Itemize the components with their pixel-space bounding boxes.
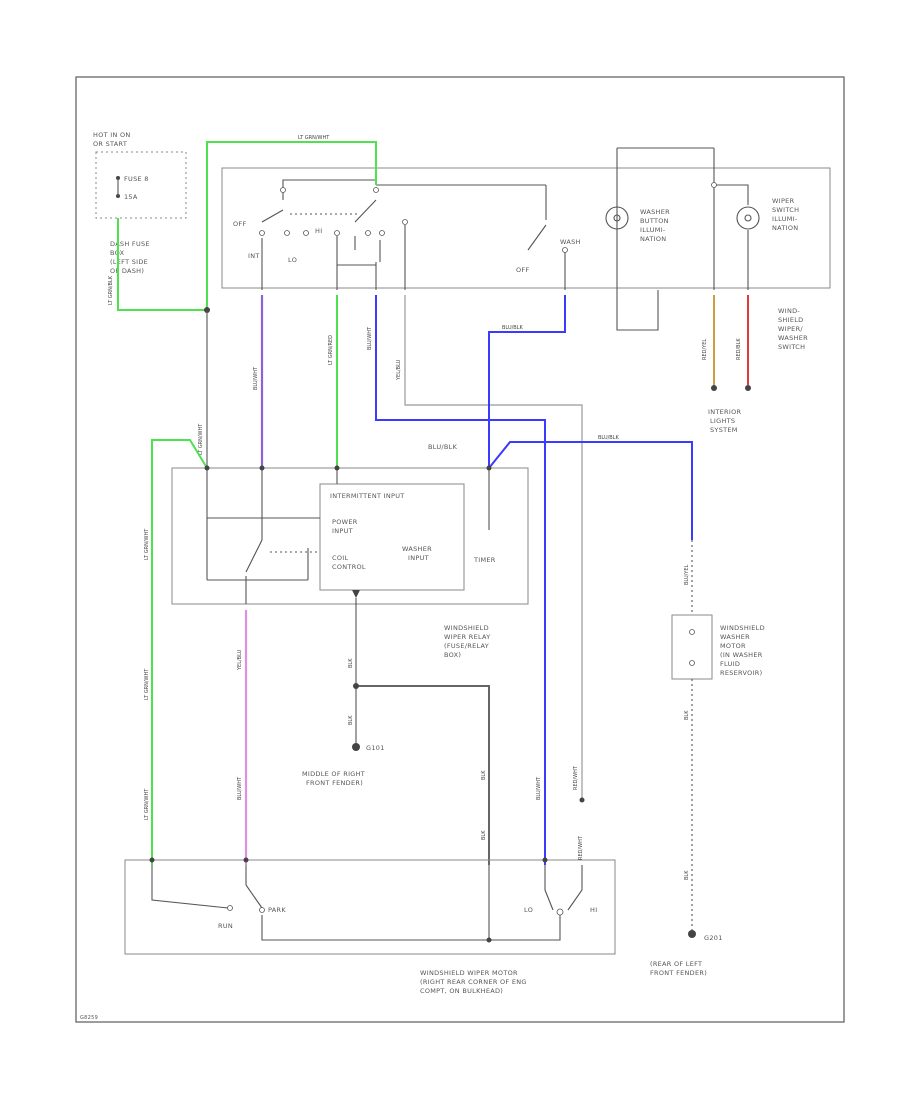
washer-input-label-1: WASHER: [402, 545, 432, 553]
fuse-label: FUSE 8: [124, 175, 149, 183]
intermittent-input-label: INTERMITTENT INPUT: [330, 492, 405, 500]
washer-input-label-2: INPUT: [408, 554, 429, 562]
washer-lum-label-3: ILLUMI-: [640, 226, 666, 234]
relay-label-3: (FUSE/RELAY: [444, 642, 489, 650]
ws-switch-label-4: WASHER: [778, 334, 808, 342]
relay-label-4: BOX): [444, 651, 461, 659]
g101-label: G101: [366, 744, 385, 752]
int-lights-label-2: LIGHTS: [710, 417, 735, 425]
fuse-box: HOT IN ON OR START FUSE 8 15A DASH FUSE …: [93, 131, 187, 275]
washer-motor-label-4: (IN WASHER: [720, 651, 763, 659]
figure-id: G8259: [80, 1015, 98, 1021]
g201-label: G201: [704, 934, 723, 942]
wire-lt-grn-blk: LT GRN/BLK: [108, 275, 114, 305]
washer-motor-label-5: FLUID: [720, 660, 740, 668]
windshield-washer-motor: WINDSHIELD WASHER MOTOR (IN WASHER FLUID…: [671, 614, 765, 680]
wire-lt-grn-wht-top: LT GRN/WHT: [298, 135, 330, 141]
wiper-lum-label-1: WIPER: [772, 197, 795, 205]
coil-control-label-1: COIL: [332, 554, 348, 562]
int-lights-label-1: INTERIOR: [708, 408, 742, 416]
wire-blk-e: BLK: [684, 870, 690, 880]
g201-loc-label-1: (REAR OF LEFT: [650, 960, 702, 968]
wiper-lum-label-2: SWITCH: [772, 206, 799, 214]
power-input-label-2: INPUT: [332, 527, 353, 535]
ws-switch-label-2: SHIELD: [778, 316, 803, 324]
g201-loc-label-2: FRONT FENDER): [650, 969, 707, 977]
wiper-motor-label-1: WINDSHIELD WIPER MOTOR: [420, 969, 518, 977]
washer-lum-label-1: WASHER: [640, 208, 670, 216]
wire-red-yel: RED/YEL: [702, 339, 708, 360]
wire-yel-blu-b: YEL/BLU: [237, 649, 243, 671]
washer-motor-label-1: WINDSHIELD: [720, 624, 765, 632]
wire-lt-grn-wht-mid: LT GRN/WHT: [198, 423, 204, 455]
dash-fuse-label: DASH FUSE: [110, 240, 150, 248]
motor-run-label: RUN: [218, 922, 233, 930]
wire-red-blk: RED/BLK: [736, 338, 742, 360]
washer-motor-label-2: WASHER: [720, 633, 750, 641]
blu-blk-label: BLU/BLK: [428, 443, 458, 451]
washer-lum-label-2: BUTTON: [640, 217, 669, 225]
hot-in-on-label: HOT IN ON: [93, 131, 131, 139]
power-input-label-1: POWER: [332, 518, 358, 526]
g101-loc-label-2: FRONT FENDER): [306, 779, 363, 787]
switch-lo-label: LO: [288, 256, 297, 264]
wire-blu-blk: BLU/BLK: [502, 325, 524, 331]
wiper-motor-label-3: COMPT, ON BULKHEAD): [420, 987, 503, 995]
wire-blk-d: BLK: [684, 710, 690, 720]
ws-switch-label-3: WIPER/: [778, 325, 803, 333]
ws-switch-label-1: WIND-: [778, 307, 800, 315]
wire-blk-c: BLK: [481, 830, 487, 840]
dash-fuse-loc2-label: OF DASH): [110, 267, 144, 275]
wire-blu-wht-c: BLU/WHT: [536, 776, 542, 800]
motor-hi-label: HI: [590, 906, 597, 914]
wire-lt-grn-wht-left: LT GRN/WHT: [144, 528, 150, 560]
relay-label-1: WINDSHIELD: [444, 624, 489, 632]
wire-blk-a: BLK: [348, 658, 354, 668]
wire-lt-grn-red: LT GRN/RED: [328, 335, 334, 365]
wire-yel-blu: YEL/BLU: [396, 359, 402, 381]
timer-label: TIMER: [473, 556, 496, 564]
motor-lo-label: LO: [524, 906, 533, 914]
wire-blu-wht-d: BLU/WHT: [237, 776, 243, 800]
wire-blu-yel: BLU/YEL: [684, 564, 690, 585]
wire-blu-wht-b: BLU/WHT: [367, 326, 373, 350]
wiper-washer-switch: OFF INT LO HI OFF WASH WASHER BUTTON ILL…: [221, 147, 831, 331]
motor-park-label: PARK: [268, 906, 286, 914]
or-start-label: OR START: [93, 140, 127, 148]
fuse-amp-label: 15A: [124, 193, 138, 201]
switch-int-label: INT: [248, 252, 260, 260]
windshield-wiper-relay: INTERMITTENT INPUT POWER INPUT COIL CONT…: [171, 465, 529, 605]
diagram-frame: [75, 76, 845, 1023]
wiper-motor-label-2: (RIGHT REAR CORNER OF ENG: [420, 978, 527, 986]
wire-lt-grn-wht-bot: LT GRN/WHT: [144, 788, 150, 820]
wiper-lum-label-3: ILLUMI-: [772, 215, 798, 223]
wiper-lum-label-4: NATION: [772, 224, 798, 232]
wire-blu-blk-right: BLU/BLK: [598, 435, 620, 441]
wash-off-label: OFF: [516, 266, 530, 274]
coil-control-label-2: CONTROL: [332, 563, 366, 571]
washer-motor-label-6: RESERVOIR): [720, 669, 762, 677]
wire-red-wht-b: RED/WHT: [578, 835, 584, 860]
wire-blk-ground: BLK: [348, 715, 354, 725]
washer-motor-label-3: MOTOR: [720, 642, 746, 650]
wire-red-wht: RED/WHT: [573, 765, 579, 790]
washer-lum-label-4: NATION: [640, 235, 666, 243]
switch-off-label: OFF: [233, 220, 247, 228]
relay-label-2: WIPER RELAY: [444, 633, 491, 641]
switch-hi-label: HI: [315, 227, 322, 235]
windshield-wiper-motor: RUN PARK LO HI: [124, 859, 616, 955]
wire-lt-grn-wht-low: LT GRN/WHT: [144, 668, 150, 700]
wash-label: WASH: [560, 238, 581, 246]
dash-fuse-loc-label: (LEFT SIDE: [110, 258, 148, 266]
int-lights-label-3: SYSTEM: [710, 426, 738, 434]
g101-loc-label-1: MIDDLE OF RIGHT: [302, 770, 365, 778]
wire-blk-b: BLK: [481, 770, 487, 780]
wire-blu-wht-a: BLU/WHT: [253, 366, 259, 390]
ws-switch-label-5: SWITCH: [778, 343, 805, 351]
